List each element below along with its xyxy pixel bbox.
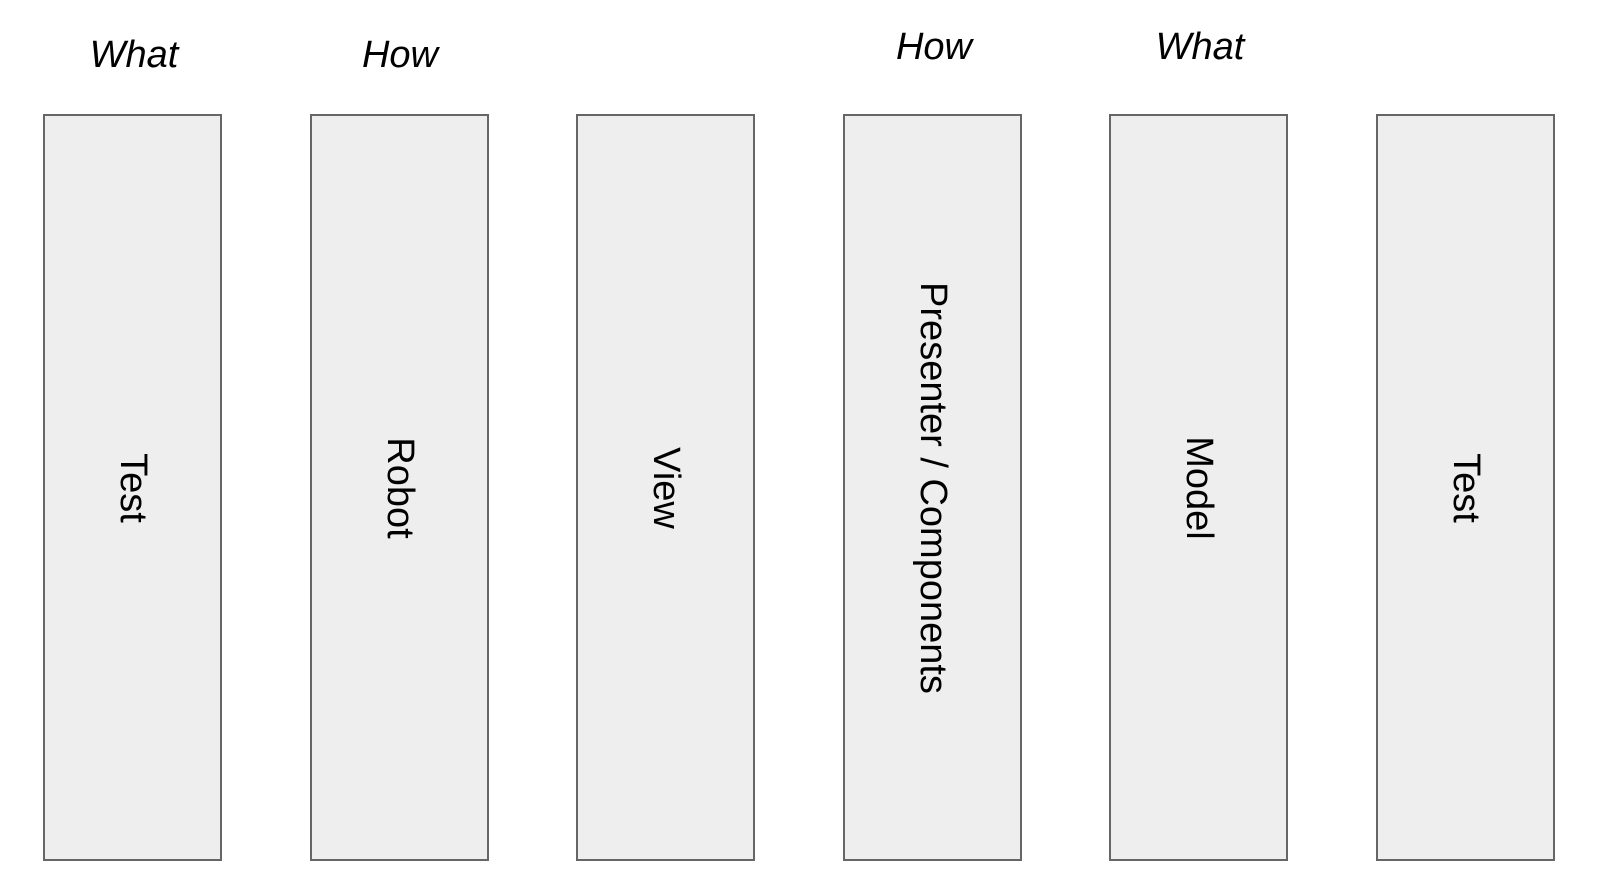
layer-box-test-right: Test — [1376, 114, 1555, 861]
layer-box-view: View — [576, 114, 755, 861]
layer-label: Presenter / Components — [911, 281, 954, 694]
header-how-left: How — [361, 34, 439, 76]
layer-label: Test — [1444, 452, 1487, 523]
layer-box-presenter-components: Presenter / Components — [843, 114, 1022, 861]
layer-label: Robot — [378, 436, 421, 539]
layer-box-model: Model — [1109, 114, 1288, 861]
layer-box-test-left: Test — [43, 114, 222, 861]
layer-label: Model — [1177, 435, 1220, 540]
layer-label: Test — [111, 452, 154, 523]
header-what-left: What — [89, 34, 179, 76]
header-what-right: What — [1155, 26, 1245, 68]
layer-label: View — [644, 446, 687, 529]
header-how-right: How — [895, 26, 973, 68]
layer-box-robot: Robot — [310, 114, 489, 861]
